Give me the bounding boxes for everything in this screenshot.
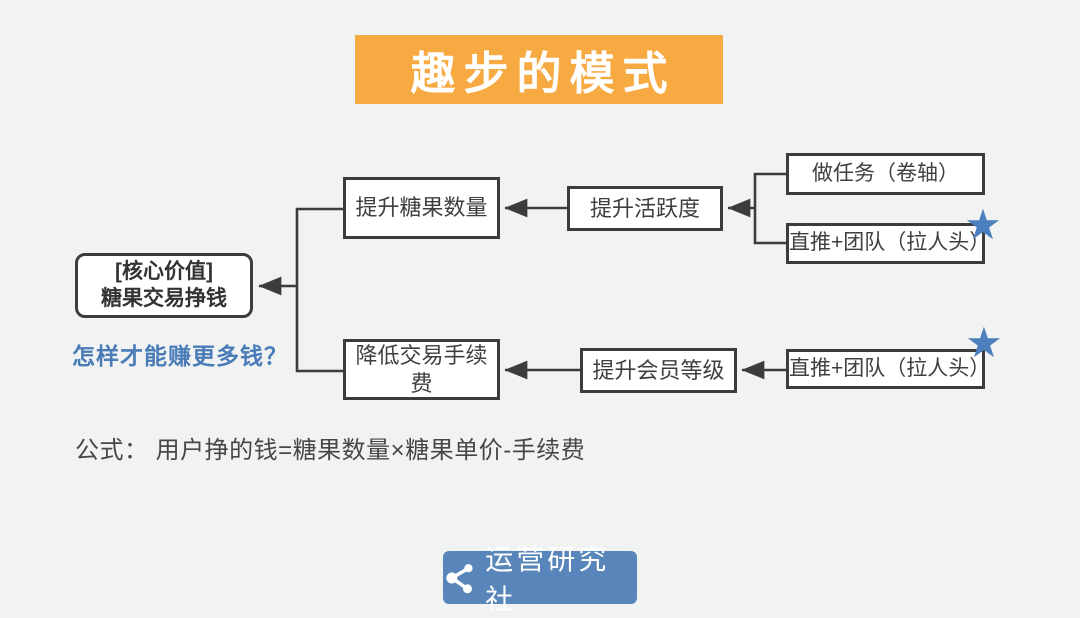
core-value-text: [核心价值] 糖果交易挣钱	[101, 259, 227, 312]
question-text: 怎样才能赚更多钱？	[72, 343, 288, 369]
page-title: 趣步的模式	[355, 35, 723, 104]
flow-box-referral-bottom: 直推+团队（拉人头）	[786, 349, 990, 389]
share-icon	[446, 563, 473, 593]
flow-box-activity: 提升活跃度	[567, 186, 723, 231]
footer-logo: 运营研究社	[443, 544, 637, 615]
core-value-line1: [核心价值]	[115, 260, 213, 284]
flow-box-member-level: 提升会员等级	[580, 348, 737, 393]
flow-box-tasks: 做任务（卷轴）	[786, 153, 985, 195]
flow-box-candy-quantity: 提升糖果数量	[343, 177, 500, 239]
flow-box-core-value: [核心价值] 糖果交易挣钱	[75, 253, 253, 318]
star-icon: ★	[964, 201, 1002, 248]
flow-box-lower-fee: 降低交易手续费	[343, 339, 500, 400]
star-icon: ★	[965, 319, 1003, 366]
core-value-line2: 糖果交易挣钱	[101, 286, 227, 310]
footer-logo-text: 运营研究社	[485, 543, 610, 615]
formula-text: 公式： 用户挣的钱=糖果数量×糖果单价-手续费	[75, 437, 586, 464]
flow-box-referral-top: 直推+团队（拉人头）	[786, 223, 990, 264]
